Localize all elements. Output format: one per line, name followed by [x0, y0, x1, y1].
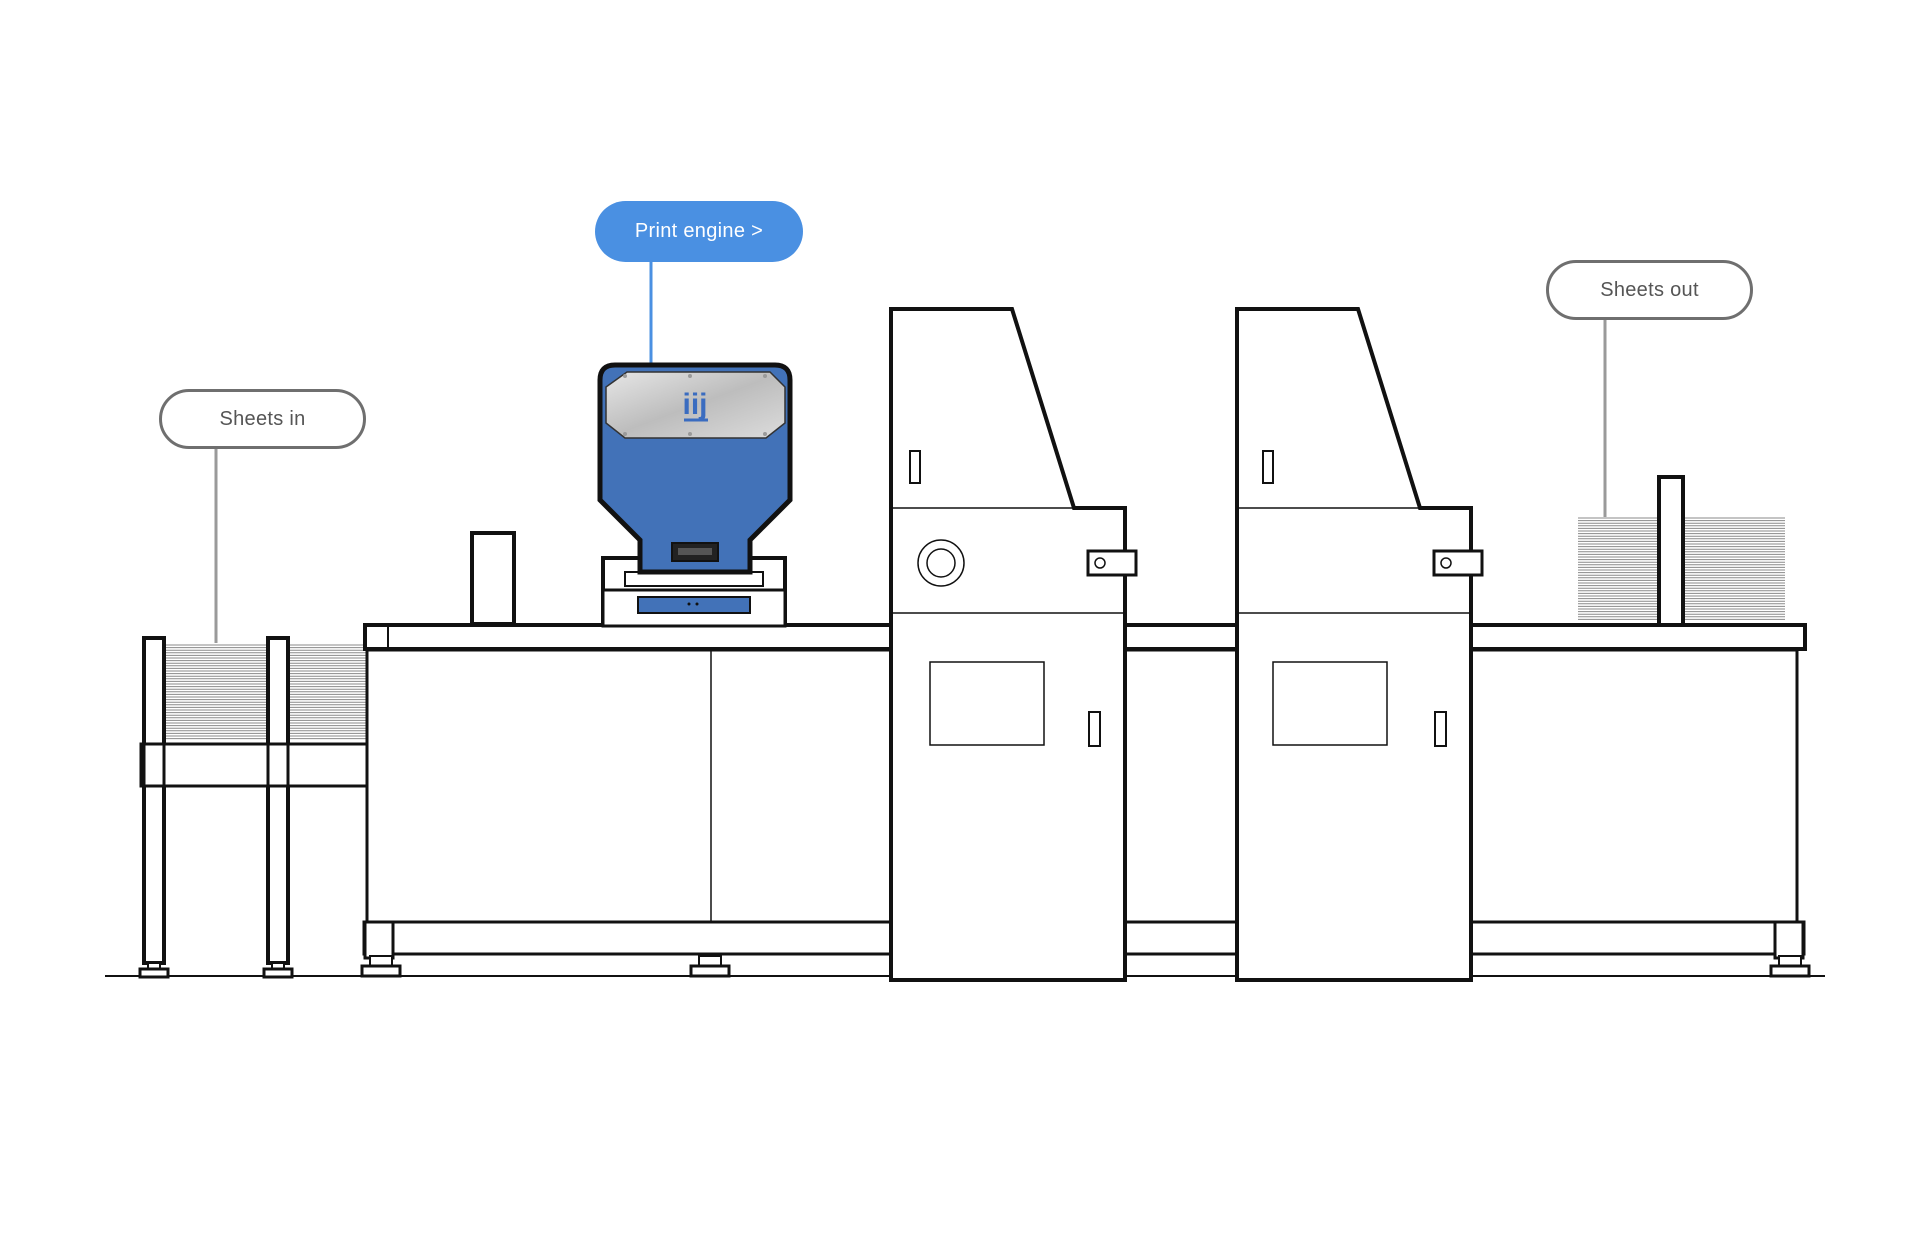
- dial-icon: [917, 539, 965, 587]
- sheets-in-label: Sheets in: [159, 389, 366, 449]
- print-engine-button[interactable]: Print engine >: [595, 201, 803, 262]
- ink-cartridge-icon: [671, 542, 719, 562]
- engine-logo: iij: [682, 388, 707, 421]
- outfeed-stacker: [1578, 475, 1785, 627]
- print-engine: iij: [597, 262, 793, 628]
- door-handle-icon: [1088, 711, 1101, 747]
- sheets-out-label: Sheets out: [1546, 260, 1753, 320]
- infeed-rack: [138, 636, 369, 979]
- finishing-unit-1: [889, 307, 1138, 982]
- finishing-unit-2: [1235, 307, 1484, 982]
